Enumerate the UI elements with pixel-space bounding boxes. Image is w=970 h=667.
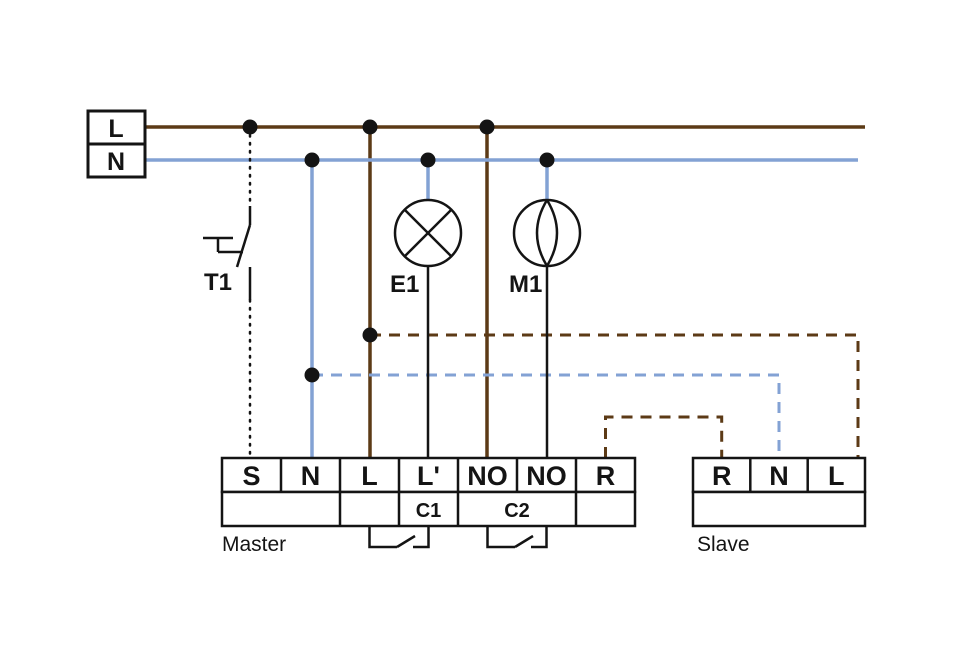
c2-contact-right-lead (531, 526, 548, 549)
slave-terminal-n: N (769, 461, 789, 491)
contact-group-c2-label: C2 (504, 500, 530, 522)
junction-dot-live-t1 (242, 119, 258, 135)
neutral-to-slave-dashed-link (312, 373, 781, 458)
junction-dots (242, 119, 555, 383)
master-lower-row (220, 490, 637, 528)
slave-terminal-block (691, 456, 867, 528)
switch-t1 (203, 125, 252, 460)
junction-dot-neutral-motor (539, 152, 555, 168)
supply-terminal-box (86, 109, 147, 179)
master-terminal-no-2: NO (526, 461, 567, 491)
lamp-cross-2 (403, 208, 453, 258)
master-terminal-s: S (242, 461, 260, 491)
t1-label: T1 (204, 269, 232, 296)
junction-dot-live-l (362, 119, 378, 135)
master-block-label: Master (222, 533, 286, 556)
motor-m1-icon (512, 198, 582, 458)
e1-label: E1 (390, 271, 419, 298)
motor-circle (512, 198, 582, 268)
master-terminal-l: L (361, 461, 378, 491)
master-terminal-row (220, 456, 637, 494)
supply-l-label: L (108, 115, 123, 143)
master-terminal-l-prime: L' (417, 461, 440, 491)
c1-contact-left-lead (368, 526, 397, 549)
junction-dot-neutral-slave-tap (304, 367, 320, 383)
slave-links (312, 333, 860, 458)
c1-contact-blade (396, 534, 416, 549)
t1-switch-blade (235, 224, 252, 268)
c2-contact-blade (514, 534, 534, 549)
master-terminal-r: R (596, 461, 616, 491)
c2-contact-left-lead (486, 526, 515, 549)
junction-dot-neutral-lamp (420, 152, 436, 168)
master-terminal-block (220, 456, 637, 528)
contact-group-c1-label: C1 (416, 500, 442, 522)
lamp-e1-icon (393, 198, 463, 458)
c2-contact-symbol (486, 526, 548, 549)
m1-label: M1 (509, 271, 542, 298)
c1-contact-right-lead (413, 526, 430, 549)
master-terminal-no-1: NO (467, 461, 508, 491)
live-bus (145, 125, 865, 458)
motor-blade-left (535, 199, 549, 267)
junction-dot-live-no (479, 119, 495, 135)
junction-dot-neutral-n (304, 152, 320, 168)
live-to-slave-dashed-link (370, 333, 860, 458)
junction-dot-live-slave-tap (362, 327, 378, 343)
neutral-bus (145, 158, 858, 458)
motor-blade-right (545, 199, 559, 267)
slave-terminal-l: L (828, 461, 845, 491)
slave-block-label: Slave (697, 533, 750, 556)
slave-lower-row (691, 490, 867, 528)
supply-n-label: N (107, 148, 125, 176)
r-to-r-dashed-link (604, 415, 724, 458)
master-terminal-n: N (301, 461, 321, 491)
c1-contact-symbol (368, 526, 430, 549)
slave-terminal-r: R (712, 461, 732, 491)
